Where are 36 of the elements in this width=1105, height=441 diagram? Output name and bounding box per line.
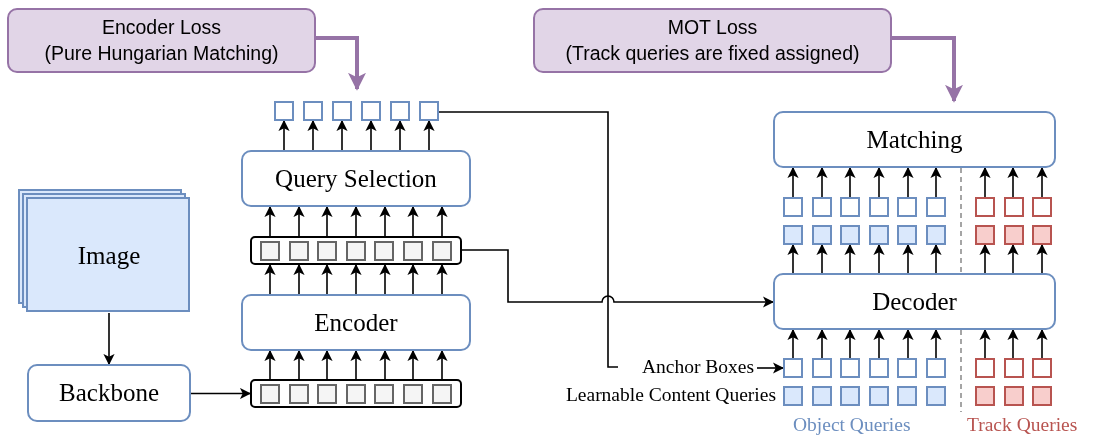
arrow <box>756 362 785 374</box>
arrow-bundle <box>278 119 435 151</box>
arrow-bundle <box>787 243 942 274</box>
arrow-bundle <box>264 349 448 380</box>
feature-token-bar <box>250 236 462 265</box>
arrow-bundle <box>979 243 1048 274</box>
process-box: Matching <box>773 111 1056 168</box>
group-label: Track Queries <box>967 414 1078 436</box>
arrow-bundle <box>979 166 1048 198</box>
arrow <box>190 387 252 400</box>
arrow <box>316 36 366 91</box>
arrow <box>892 36 963 103</box>
query-squares <box>975 197 1055 245</box>
anchor-label: Anchor Boxes <box>641 356 754 378</box>
arrow-bundle <box>787 328 942 359</box>
query-squares <box>783 197 946 245</box>
arrow-bundle <box>264 263 448 295</box>
process-box: Query Selection <box>241 150 471 207</box>
connector-line <box>438 111 619 368</box>
loss-box: Encoder Loss (Pure Hungarian Matching) <box>7 8 316 73</box>
group-label: Object Queries <box>793 414 911 436</box>
query-squares <box>274 101 439 121</box>
process-box: Encoder <box>241 294 471 351</box>
query-squares <box>975 358 1055 406</box>
image-label: Image <box>77 241 141 270</box>
row-label: Learnable Content Queries <box>565 384 776 406</box>
arrow-bundle <box>979 328 1048 359</box>
query-squares <box>783 358 946 406</box>
arrow <box>461 249 775 308</box>
feature-token-bar <box>250 379 462 408</box>
process-box: Decoder <box>773 273 1056 330</box>
arrow-bundle <box>787 166 942 198</box>
loss-box: MOT Loss (Track queries are fixed assigned) <box>533 8 892 73</box>
arrow <box>103 312 115 366</box>
process-box: Backbone <box>27 364 191 422</box>
arrow-bundle <box>264 205 448 237</box>
